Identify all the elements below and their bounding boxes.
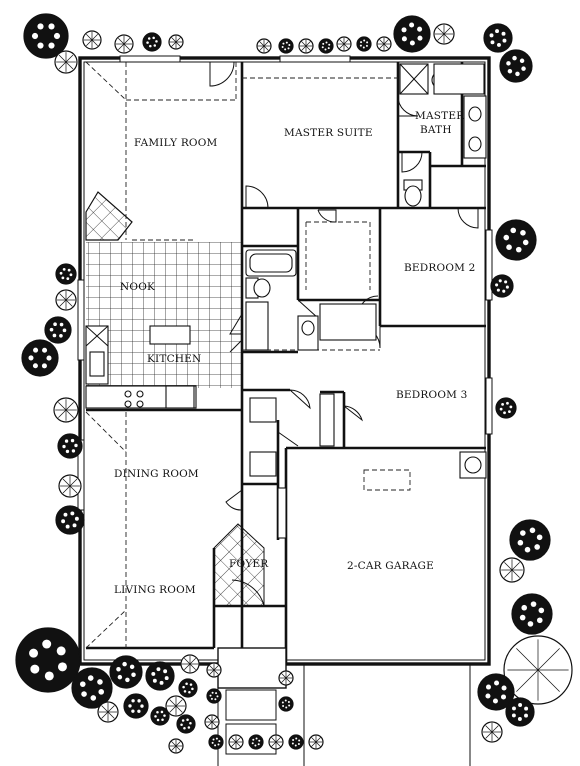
windows [77, 55, 493, 511]
tree-icon [109, 655, 143, 689]
shrub-icon [54, 50, 78, 74]
shrub-icon [278, 696, 294, 712]
shrub-icon [142, 32, 162, 52]
shrub-icon [55, 505, 85, 535]
shrub-icon [278, 670, 294, 686]
tree-icon [21, 339, 59, 377]
shrub-icon [53, 397, 79, 423]
shrub-icon [278, 38, 294, 54]
shrub-icon [176, 714, 196, 734]
shrub-icon [55, 263, 77, 285]
tree-icon [509, 519, 551, 561]
tree-icon [499, 49, 533, 83]
shrub-icon [256, 38, 272, 54]
shrub-icon [58, 474, 82, 498]
shrub-icon [483, 23, 513, 53]
shrub-icon [499, 557, 525, 583]
family-room-label: FAMILY ROOM [134, 137, 218, 149]
bedroom-2-label: BEDROOM 2 [404, 262, 476, 274]
ceiling-lines [85, 61, 411, 649]
utility-fixtures [249, 393, 487, 539]
tree-icon [23, 13, 69, 59]
landscaping [15, 13, 573, 754]
shrub-icon [490, 274, 514, 298]
shrub-icon [168, 34, 184, 50]
hall-bath-fixtures [245, 249, 377, 351]
shrub-icon [308, 734, 324, 750]
shrub-icon [180, 654, 200, 674]
shrub-icon [268, 734, 284, 750]
porch-driveway [217, 647, 471, 766]
tree-icon [71, 667, 113, 709]
shrub-icon [82, 30, 102, 50]
shrub-icon [114, 34, 134, 54]
shrub-icon [248, 734, 264, 750]
nook-label: NOOK [120, 281, 156, 293]
master-bath-fixtures [399, 63, 487, 207]
shrub-icon [97, 701, 119, 723]
tree-icon [503, 635, 573, 705]
shrub-icon [204, 714, 220, 730]
tree-icon [393, 15, 431, 53]
tree-icon [511, 593, 553, 635]
shrub-icon [165, 695, 187, 717]
tree-icon [495, 219, 537, 261]
foyer-label: FOYER [229, 558, 269, 570]
dining-room-label: DINING ROOM [114, 468, 199, 480]
shrub-icon [168, 738, 184, 754]
shrub-icon [318, 38, 334, 54]
master-suite-label: MASTER SUITE [284, 127, 373, 139]
master-bath-label-line1: MASTER [415, 110, 465, 122]
shrub-icon [336, 36, 352, 52]
kitchen-fixtures [85, 325, 197, 409]
shrub-icon [208, 734, 224, 750]
shrub-icon [495, 397, 517, 419]
kitchen-label: KITCHEN [147, 353, 202, 365]
garage-label: 2-CAR GARAGE [347, 560, 434, 572]
shrub-icon [433, 23, 455, 45]
shrub-icon [298, 38, 314, 54]
nook-kitchen-tile [86, 242, 242, 388]
living-room-label: LIVING ROOM [114, 584, 196, 596]
shrub-icon [123, 693, 149, 719]
shrub-icon [206, 662, 222, 678]
shrub-icon [178, 678, 198, 698]
shrub-icon [288, 734, 304, 750]
shrub-icon [376, 36, 392, 52]
shrub-icon [206, 688, 222, 704]
bedroom-3-label: BEDROOM 3 [396, 389, 468, 401]
doors [209, 61, 479, 607]
shrub-icon [57, 433, 83, 459]
shrub-icon [356, 36, 372, 52]
shrub-icon [44, 316, 72, 344]
shrub-icon [481, 721, 503, 743]
shrub-icon [150, 706, 170, 726]
shrub-icon [228, 734, 244, 750]
tree-icon [477, 673, 515, 711]
shrub-icon [145, 661, 175, 691]
fireplace [85, 191, 133, 241]
shrub-icon [55, 289, 77, 311]
master-bath-label-line2: BATH [420, 124, 452, 136]
shrub-icon [505, 697, 535, 727]
tree-icon [15, 627, 81, 693]
